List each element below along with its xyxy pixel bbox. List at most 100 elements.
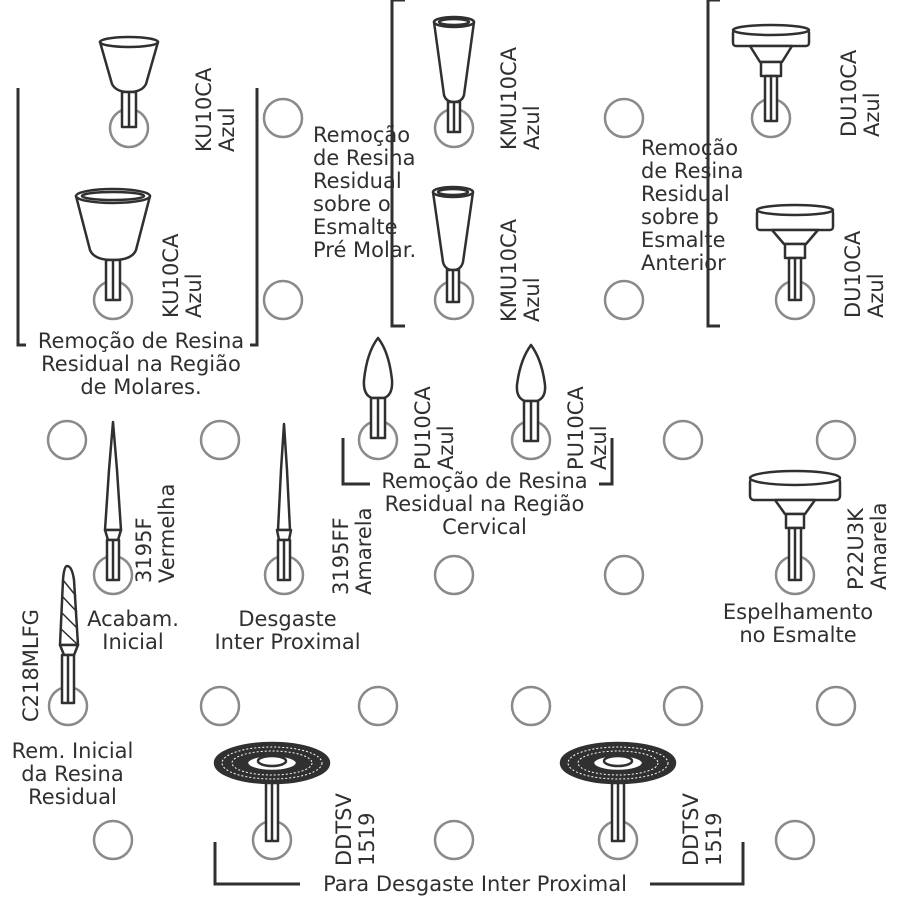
- bur-3195ff-icon: [275, 422, 293, 582]
- peg-hole: [603, 279, 645, 321]
- label-para-desgaste-text: Para Desgaste Inter Proximal: [323, 872, 627, 896]
- color-kmu10ca-2: Azul: [520, 277, 544, 322]
- pu10ca-point-icon-2: [515, 343, 547, 443]
- peg-hole: [262, 97, 304, 139]
- color-du10ca-1: Azul: [860, 92, 884, 137]
- label-acabam: Acabam. Inicial: [78, 608, 188, 654]
- label-pre-molar-line-4: sobre o: [313, 192, 391, 216]
- ddtsv-disc-icon-2: [559, 741, 677, 843]
- para-desgaste-bracket-left: [213, 842, 300, 886]
- code-label-ddtsv-2: DDTSV 1519: [679, 793, 726, 866]
- molares-bracket-left: [16, 88, 26, 347]
- ku10ca-cup-icon-2: [74, 187, 152, 302]
- label-rem-inicial-line-2: da Resina: [21, 762, 124, 786]
- label-desgaste-line-1: Desgaste: [238, 607, 337, 631]
- anterior-bracket: [706, 0, 720, 328]
- code-label-kmu10ca-1: KMU10CA Azul: [497, 47, 544, 150]
- label-cervical-line-1: Remoção de Resina: [377, 470, 592, 493]
- label-anterior-line-6: Anterior: [641, 251, 726, 275]
- label-molares-line-1: Remoção de Resina: [37, 329, 245, 353]
- label-cervical-line-2: Residual na Região: [384, 492, 585, 516]
- kmu10ca-cup-icon-2: [431, 185, 475, 304]
- peg-hole: [92, 819, 134, 861]
- color-ku10ca-2: Azul: [182, 273, 206, 318]
- label-desgaste: Desgaste Inter Proximal: [200, 608, 375, 654]
- color-ku10ca-1: Azul: [215, 107, 239, 152]
- label-espelhamento-line-2: no Esmalte: [739, 623, 857, 647]
- peg-hole: [199, 685, 241, 727]
- label-pre-molar-line-1: Remoção: [313, 123, 411, 147]
- code-label-pu10ca-1: PU10CA Azul: [411, 386, 458, 470]
- peg-hole: [662, 419, 704, 461]
- code-3195ff: 3195FF: [329, 517, 353, 595]
- ku10ca-cup-icon-1: [98, 35, 160, 129]
- label-rem-inicial-line-3: Residual: [28, 785, 117, 809]
- code-label-du10ca-1: DU10CA Azul: [837, 49, 884, 137]
- group-brackets: [16, 0, 745, 886]
- pu10ca-point-icon-1: [362, 336, 394, 440]
- peg-hole: [46, 419, 88, 461]
- du10ca-disc-icon-2: [755, 203, 835, 302]
- du10ca-disc-icon-1: [731, 23, 811, 123]
- molares-bracket-right: [250, 88, 259, 347]
- peg-hole: [510, 685, 552, 727]
- code-p22u3k: P22U3K: [844, 508, 868, 590]
- color-du10ca-2: Azul: [864, 273, 888, 318]
- code-label-ku10ca-1: KU10CA Azul: [192, 68, 239, 152]
- code-c218mlfg: C218MLFG: [19, 609, 43, 722]
- peg-hole: [662, 685, 704, 727]
- label-cervical-line-3: Cervical: [442, 515, 527, 539]
- label-anterior-line-1: Remoção: [641, 136, 739, 160]
- peg-hole: [433, 554, 475, 596]
- code-label-p22u3k: P22U3K Amarela: [844, 502, 891, 591]
- color-p22u3k: Amarela: [867, 502, 891, 591]
- label-anterior-line-5: Esmalte: [641, 228, 726, 252]
- instruments: [58, 15, 842, 843]
- code-ddtsv-2: DDTSV: [679, 793, 703, 866]
- label-desgaste-line-2: Inter Proximal: [214, 630, 361, 654]
- num-ddtsv-2: 1519: [702, 812, 726, 866]
- code-du10ca-2: DU10CA: [841, 230, 865, 318]
- label-para-desgaste: Para Desgaste Inter Proximal: [300, 873, 650, 896]
- num-ddtsv-1: 1519: [355, 812, 379, 866]
- cervical-bracket-left: [341, 438, 370, 486]
- code-pu10ca-2: PU10CA: [564, 386, 588, 470]
- color-pu10ca-1: Azul: [434, 425, 458, 470]
- kmu10ca-cup-icon-1: [432, 15, 476, 134]
- code-label-pu10ca-2: PU10CA Azul: [564, 386, 611, 470]
- pre-molar-bracket: [390, 0, 405, 328]
- peg-hole: [815, 685, 857, 727]
- peg-hole: [199, 419, 241, 461]
- code-du10ca-1: DU10CA: [837, 49, 861, 137]
- label-rem-inicial-line-1: Rem. Inicial: [11, 739, 134, 763]
- label-pre-molar-line-5: Esmalte: [313, 215, 398, 239]
- bur-3195f-icon: [103, 420, 123, 582]
- code-label-c218mlfg: C218MLFG: [19, 609, 43, 722]
- peg-hole: [603, 97, 645, 139]
- label-molares-line-3: de Molares.: [80, 375, 202, 399]
- label-molares-line-2: Residual na Região: [41, 352, 241, 376]
- peg-hole: [603, 554, 645, 596]
- label-cervical: Remoção de Resina Residual na Região Cer…: [352, 470, 617, 539]
- code-label-3195f: 3195F Vermelha: [132, 484, 179, 583]
- code-label-3195ff: 3195FF Amarela: [329, 507, 376, 596]
- bur-c218mlfg-icon: [58, 564, 80, 705]
- label-anterior-line-4: sobre o: [641, 205, 719, 229]
- label-rem-inicial: Rem. Inicial da Resina Residual: [0, 740, 145, 809]
- label-acabam-line-2: Inicial: [102, 630, 164, 654]
- code-ku10ca-2: KU10CA: [159, 233, 183, 318]
- color-3195ff: Amarela: [352, 507, 376, 596]
- peg-hole: [433, 819, 475, 861]
- p22u3k-disc-icon: [748, 469, 842, 582]
- code-label-du10ca-2: DU10CA Azul: [841, 230, 888, 318]
- para-desgaste-bracket-right: [650, 842, 745, 886]
- code-kmu10ca-2: KMU10CA: [497, 218, 521, 322]
- label-pre-molar-line-3: Residual: [313, 169, 402, 193]
- color-kmu10ca-1: Azul: [520, 105, 544, 150]
- label-espelhamento-line-1: Espelhamento: [722, 600, 874, 624]
- peg-hole: [815, 419, 857, 461]
- peg-hole: [774, 819, 816, 861]
- label-pre-molar-line-2: de Resina: [313, 146, 416, 170]
- code-ddtsv-1: DDTSV: [332, 793, 356, 866]
